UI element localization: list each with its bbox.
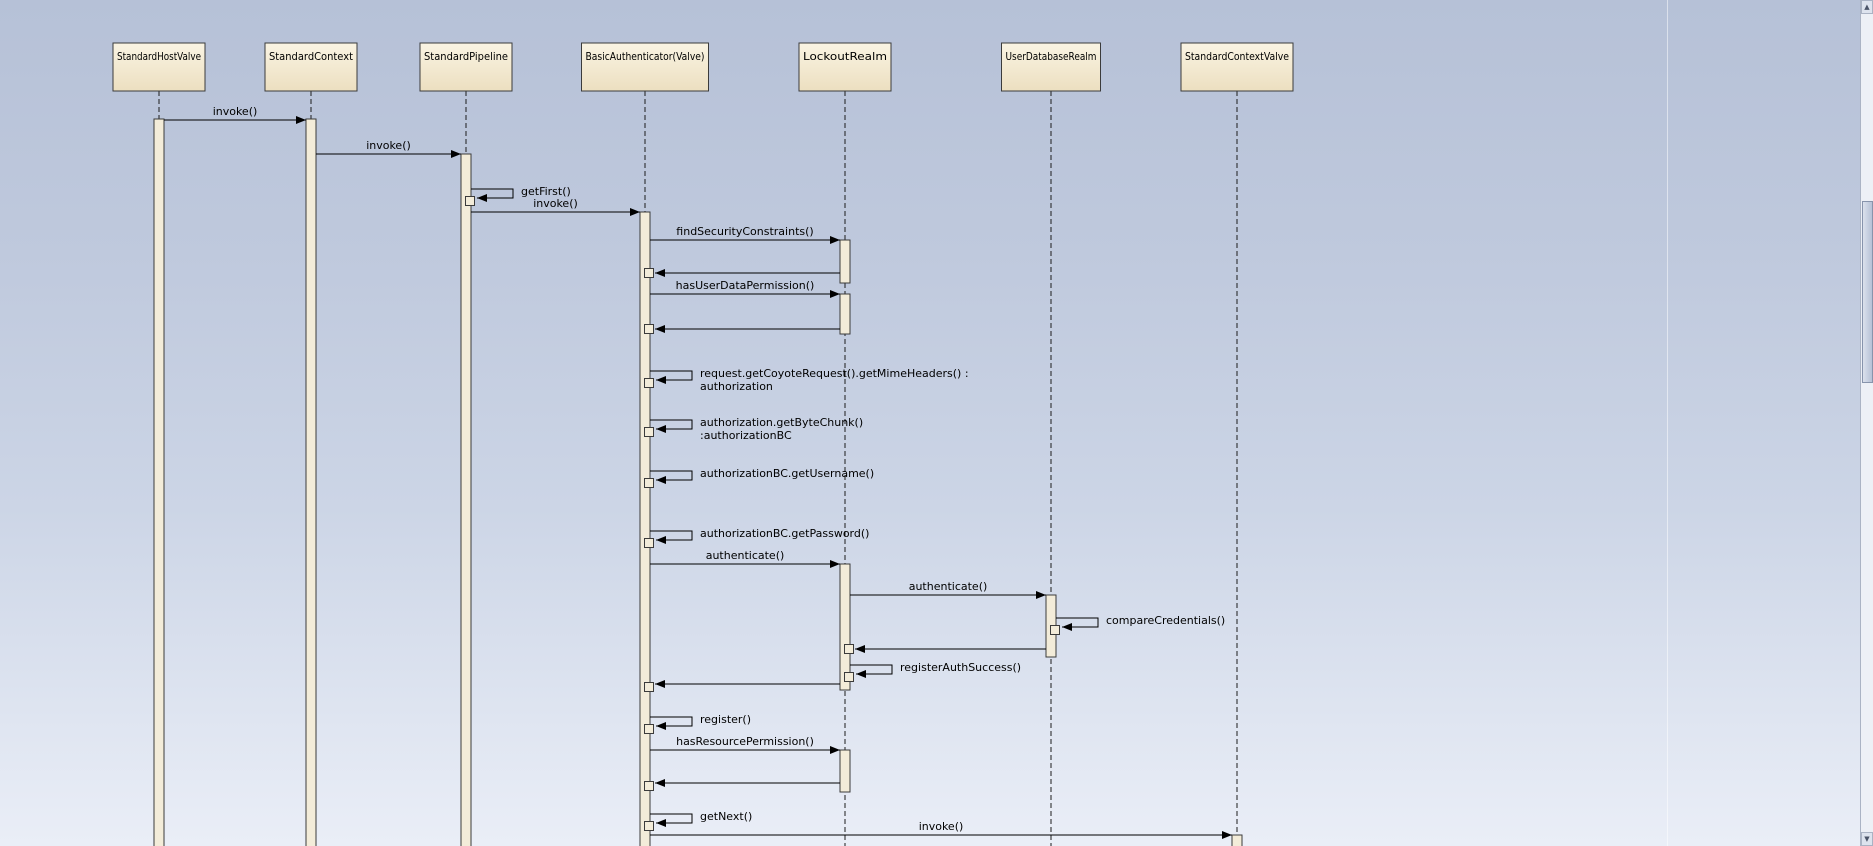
arrowhead-icon <box>1222 831 1232 839</box>
participant-label: BasicAuthenticator(Valve) <box>586 50 705 63</box>
arrowhead-icon <box>830 560 840 568</box>
self-message-line <box>471 188 514 199</box>
nested-activation-marker <box>644 821 654 831</box>
activation-bar[interactable] <box>305 118 317 846</box>
activation-bar[interactable] <box>839 749 851 793</box>
activation-bar[interactable] <box>153 118 165 846</box>
activation-bar[interactable] <box>839 239 851 284</box>
activation-bar[interactable] <box>639 211 651 846</box>
self-message-line <box>650 470 693 481</box>
arrowhead-icon <box>656 722 666 730</box>
participant-label: StandardHostValve <box>117 50 201 63</box>
message-label: authorization <box>700 380 773 393</box>
arrowhead-icon <box>296 116 306 124</box>
message-label: invoke() <box>213 105 258 118</box>
down-arrow-icon: ▼ <box>1864 834 1870 843</box>
message-label: invoke() <box>919 820 964 833</box>
activation-bar[interactable] <box>1231 834 1243 846</box>
nested-activation-marker <box>644 427 654 437</box>
self-message-line <box>650 813 693 824</box>
arrowhead-icon <box>656 425 666 433</box>
arrowhead-icon <box>451 150 461 158</box>
scroll-down-button[interactable]: ▼ <box>1861 832 1873 846</box>
message-label: hasUserDataPermission() <box>676 279 815 292</box>
participant-box[interactable] <box>264 42 358 92</box>
participant-box[interactable] <box>798 42 892 92</box>
participant-box[interactable] <box>419 42 513 92</box>
arrowhead-icon <box>1062 623 1072 631</box>
participant-label: UserDatabaseRealm <box>1006 50 1097 63</box>
nested-activation-marker <box>644 268 654 278</box>
self-message-line <box>650 530 693 541</box>
arrowhead-icon <box>655 680 665 688</box>
nested-activation-marker <box>644 478 654 488</box>
nested-activation-marker <box>844 672 854 682</box>
message-label: authorizationBC.getPassword() <box>700 527 869 540</box>
arrowhead-icon <box>830 236 840 244</box>
participant-box[interactable] <box>112 42 206 92</box>
arrowhead-icon <box>630 208 640 216</box>
message-label: getNext() <box>700 810 752 823</box>
arrowhead-icon <box>856 670 866 678</box>
nested-activation-marker <box>844 644 854 654</box>
nested-activation-marker <box>644 682 654 692</box>
message-label: register() <box>700 713 751 726</box>
nested-activation-marker <box>644 378 654 388</box>
nested-activation-marker <box>644 324 654 334</box>
arrowhead-icon <box>477 194 487 202</box>
participant-box[interactable] <box>581 42 709 92</box>
arrowhead-icon <box>830 290 840 298</box>
arrowhead-icon <box>655 779 665 787</box>
arrowhead-icon <box>656 476 666 484</box>
arrowhead-icon <box>655 325 665 333</box>
message-label: authenticate() <box>909 580 988 593</box>
participant-label: LockoutRealm <box>803 50 887 63</box>
nested-activation-marker <box>644 781 654 791</box>
self-message-line <box>650 370 693 381</box>
message-label: invoke() <box>366 139 411 152</box>
participant-box[interactable] <box>1001 42 1101 92</box>
message-label: invoke() <box>533 197 578 210</box>
arrowhead-icon <box>830 746 840 754</box>
page-break-line <box>1667 0 1668 846</box>
nested-activation-marker <box>644 724 654 734</box>
self-message-line <box>850 664 893 675</box>
message-label: compareCredentials() <box>1106 614 1225 627</box>
up-arrow-icon: ▲ <box>1864 2 1870 11</box>
message-label: hasResourcePermission() <box>676 735 814 748</box>
message-label: request.getCoyoteRequest().getMimeHeader… <box>700 367 969 380</box>
message-label: authorization.getByteChunk() <box>700 416 863 429</box>
participant-label: StandardContext <box>269 50 354 63</box>
participant-label: StandardPipeline <box>424 50 508 63</box>
self-message-line <box>650 716 693 727</box>
message-label: findSecurityConstraints() <box>676 225 813 238</box>
self-message-line <box>1056 617 1099 628</box>
self-message-line <box>650 419 693 430</box>
arrowhead-icon <box>656 536 666 544</box>
arrowhead-icon <box>656 376 666 384</box>
arrowhead-icon <box>656 819 666 827</box>
activation-bar[interactable] <box>839 563 851 691</box>
scrollbar-thumb[interactable] <box>1862 201 1873 383</box>
participant-label: StandardContextValve <box>1185 50 1289 63</box>
message-label: registerAuthSuccess() <box>900 661 1021 674</box>
arrowhead-icon <box>855 645 865 653</box>
nested-activation-marker <box>465 196 475 206</box>
arrowhead-icon <box>1036 591 1046 599</box>
activation-bar[interactable] <box>839 293 851 335</box>
message-label: authorizationBC.getUsername() <box>700 467 874 480</box>
message-label: authenticate() <box>706 549 785 562</box>
message-label: :authorizationBC <box>700 429 792 442</box>
activation-bar[interactable] <box>460 153 472 846</box>
participant-box[interactable] <box>1180 42 1294 92</box>
scroll-up-button[interactable]: ▲ <box>1861 0 1873 14</box>
arrowhead-icon <box>655 269 665 277</box>
nested-activation-marker <box>644 538 654 548</box>
nested-activation-marker <box>1050 625 1060 635</box>
message-label: getFirst() <box>521 185 571 198</box>
vertical-scrollbar[interactable]: ▲ ▼ <box>1860 0 1873 846</box>
